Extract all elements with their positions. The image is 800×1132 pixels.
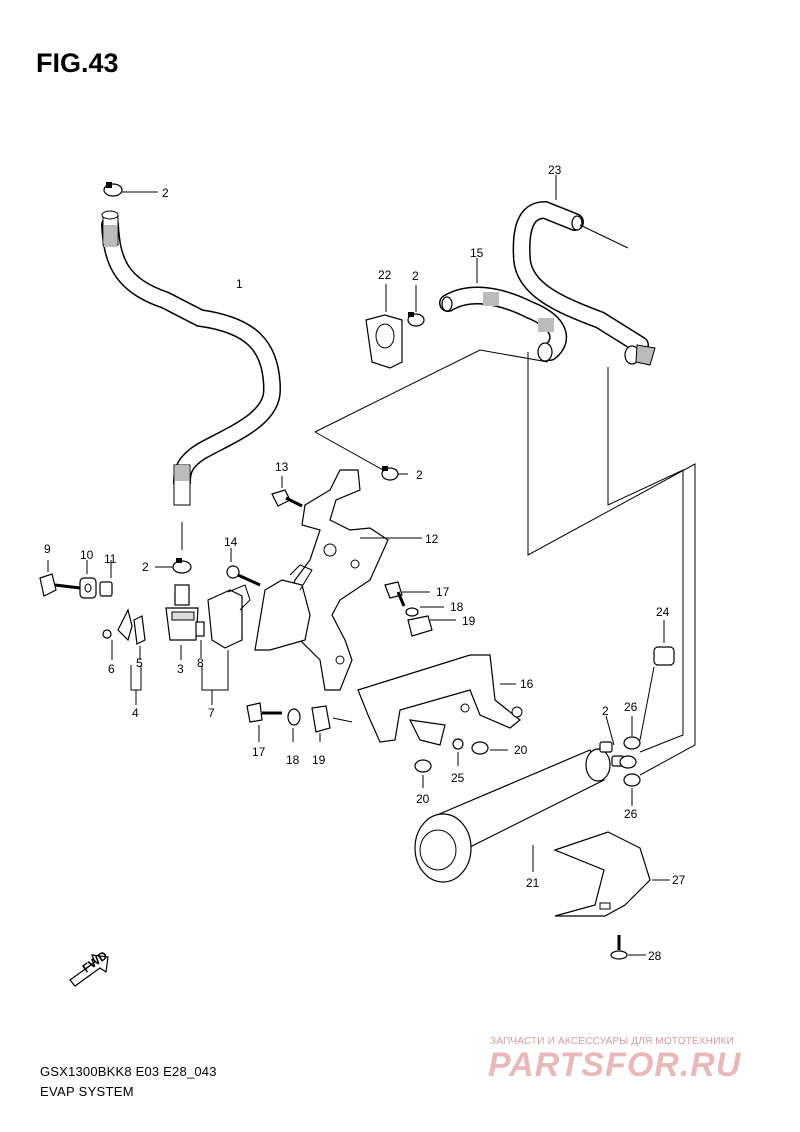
callout-6: 6 [108,662,115,676]
callout-21: 21 [526,876,540,890]
callout-18: 18 [450,600,464,614]
washer-part-18-upper[interactable] [405,606,444,617]
clamp-part-2[interactable] [103,182,158,197]
solenoid-bracket-plate[interactable] [254,564,313,651]
hose-routing-lines [314,224,696,776]
clamp-part-26-lower[interactable] [623,773,641,806]
hose-part-1[interactable] [101,210,282,506]
collar-part-11[interactable] [99,560,113,597]
callout-25: 25 [451,771,465,785]
screw-part-25[interactable] [452,738,464,766]
callout-18: 18 [286,753,300,767]
callout-9: 9 [44,542,51,556]
fwd-direction-arrow: FWD [69,948,110,987]
callout-4: 4 [132,706,139,720]
callout-19: 19 [312,753,326,767]
bolt-part-28[interactable] [610,935,646,960]
grommet-part-19-upper[interactable] [407,615,456,637]
callout-13: 13 [275,460,289,474]
callout-labels: 1 2 2 2 2 2 3 4 5 6 7 8 9 10 11 12 13 14… [44,163,686,963]
callout-2: 2 [412,269,419,283]
callout-14: 14 [224,535,238,549]
callout-27: 27 [672,873,686,887]
callout-10: 10 [80,548,94,562]
callout-24: 24 [656,605,670,619]
callout-15: 15 [470,246,484,260]
grommet-part-10[interactable] [79,560,97,599]
clamp-part-26-upper[interactable] [623,716,641,750]
bolt-part-14[interactable] [226,548,261,587]
hose-part-23[interactable] [512,175,656,366]
callout-20: 20 [416,792,430,806]
valve-part-3[interactable] [165,584,199,660]
clamp-part-2-canister[interactable] [605,715,637,769]
hose-part-15[interactable] [439,258,568,362]
section-title: EVAP SYSTEM [40,1084,134,1099]
callout-11: 11 [104,552,117,566]
callout-2: 2 [416,468,423,482]
bracket-part-12[interactable] [284,469,422,691]
grommet-part-19-lower[interactable] [311,705,353,742]
callout-7: 7 [208,706,215,720]
callout-12: 12 [425,532,439,546]
model-code: GSX1300BKK8 E03 E28_043 [40,1064,217,1079]
callout-19: 19 [462,614,476,628]
callout-26: 26 [624,700,638,714]
bolt-part-17-lower[interactable] [246,702,282,742]
callout-2: 2 [142,560,149,574]
callout-8: 8 [197,656,204,670]
callout-23: 23 [548,163,562,177]
canister-part-21[interactable] [414,741,625,883]
callout-20: 20 [514,743,528,757]
nut-part-20-lower[interactable] [414,759,432,788]
callout-16: 16 [520,677,534,691]
cap-part-24[interactable] [639,620,675,741]
callout-28: 28 [648,949,662,963]
callout-1: 1 [236,277,243,291]
callout-5: 5 [136,656,143,670]
clamp-part-2-top-middle[interactable] [407,285,425,327]
clamp-part-2-middle[interactable] [381,466,408,481]
watermark-logo: PARTSFOR.RU [488,1046,742,1084]
group-lines-4-7 [130,650,229,705]
bolt-part-9[interactable] [39,560,81,597]
bolt-part-17-upper[interactable] [384,581,430,607]
bracket-part-27[interactable] [553,831,670,917]
screw-part-6[interactable] [102,608,133,660]
bracket-part-16[interactable] [357,654,523,746]
callout-26: 26 [624,807,638,821]
callout-2: 2 [602,704,609,718]
bracket-part-7[interactable] [207,584,251,649]
clamp-part-2-lower[interactable] [155,522,192,574]
callout-3: 3 [177,662,184,676]
bolt-part-13[interactable] [271,476,303,508]
callout-2: 2 [162,186,169,200]
clamp-part-22[interactable] [365,284,403,369]
callout-17: 17 [436,585,450,599]
washer-part-18-lower[interactable] [287,708,301,742]
figure-title: FIG.43 [36,48,119,78]
spacer-part-8[interactable] [195,621,205,658]
watermark-tagline: ЗАПЧАСТИ И АКСЕССУАРЫ ДЛЯ МОТОТЕХНИКИ [490,1036,735,1047]
callout-22: 22 [378,268,392,282]
nut-part-20-right[interactable] [471,741,508,755]
callout-17: 17 [252,745,266,759]
clip-part-5[interactable] [133,615,146,660]
